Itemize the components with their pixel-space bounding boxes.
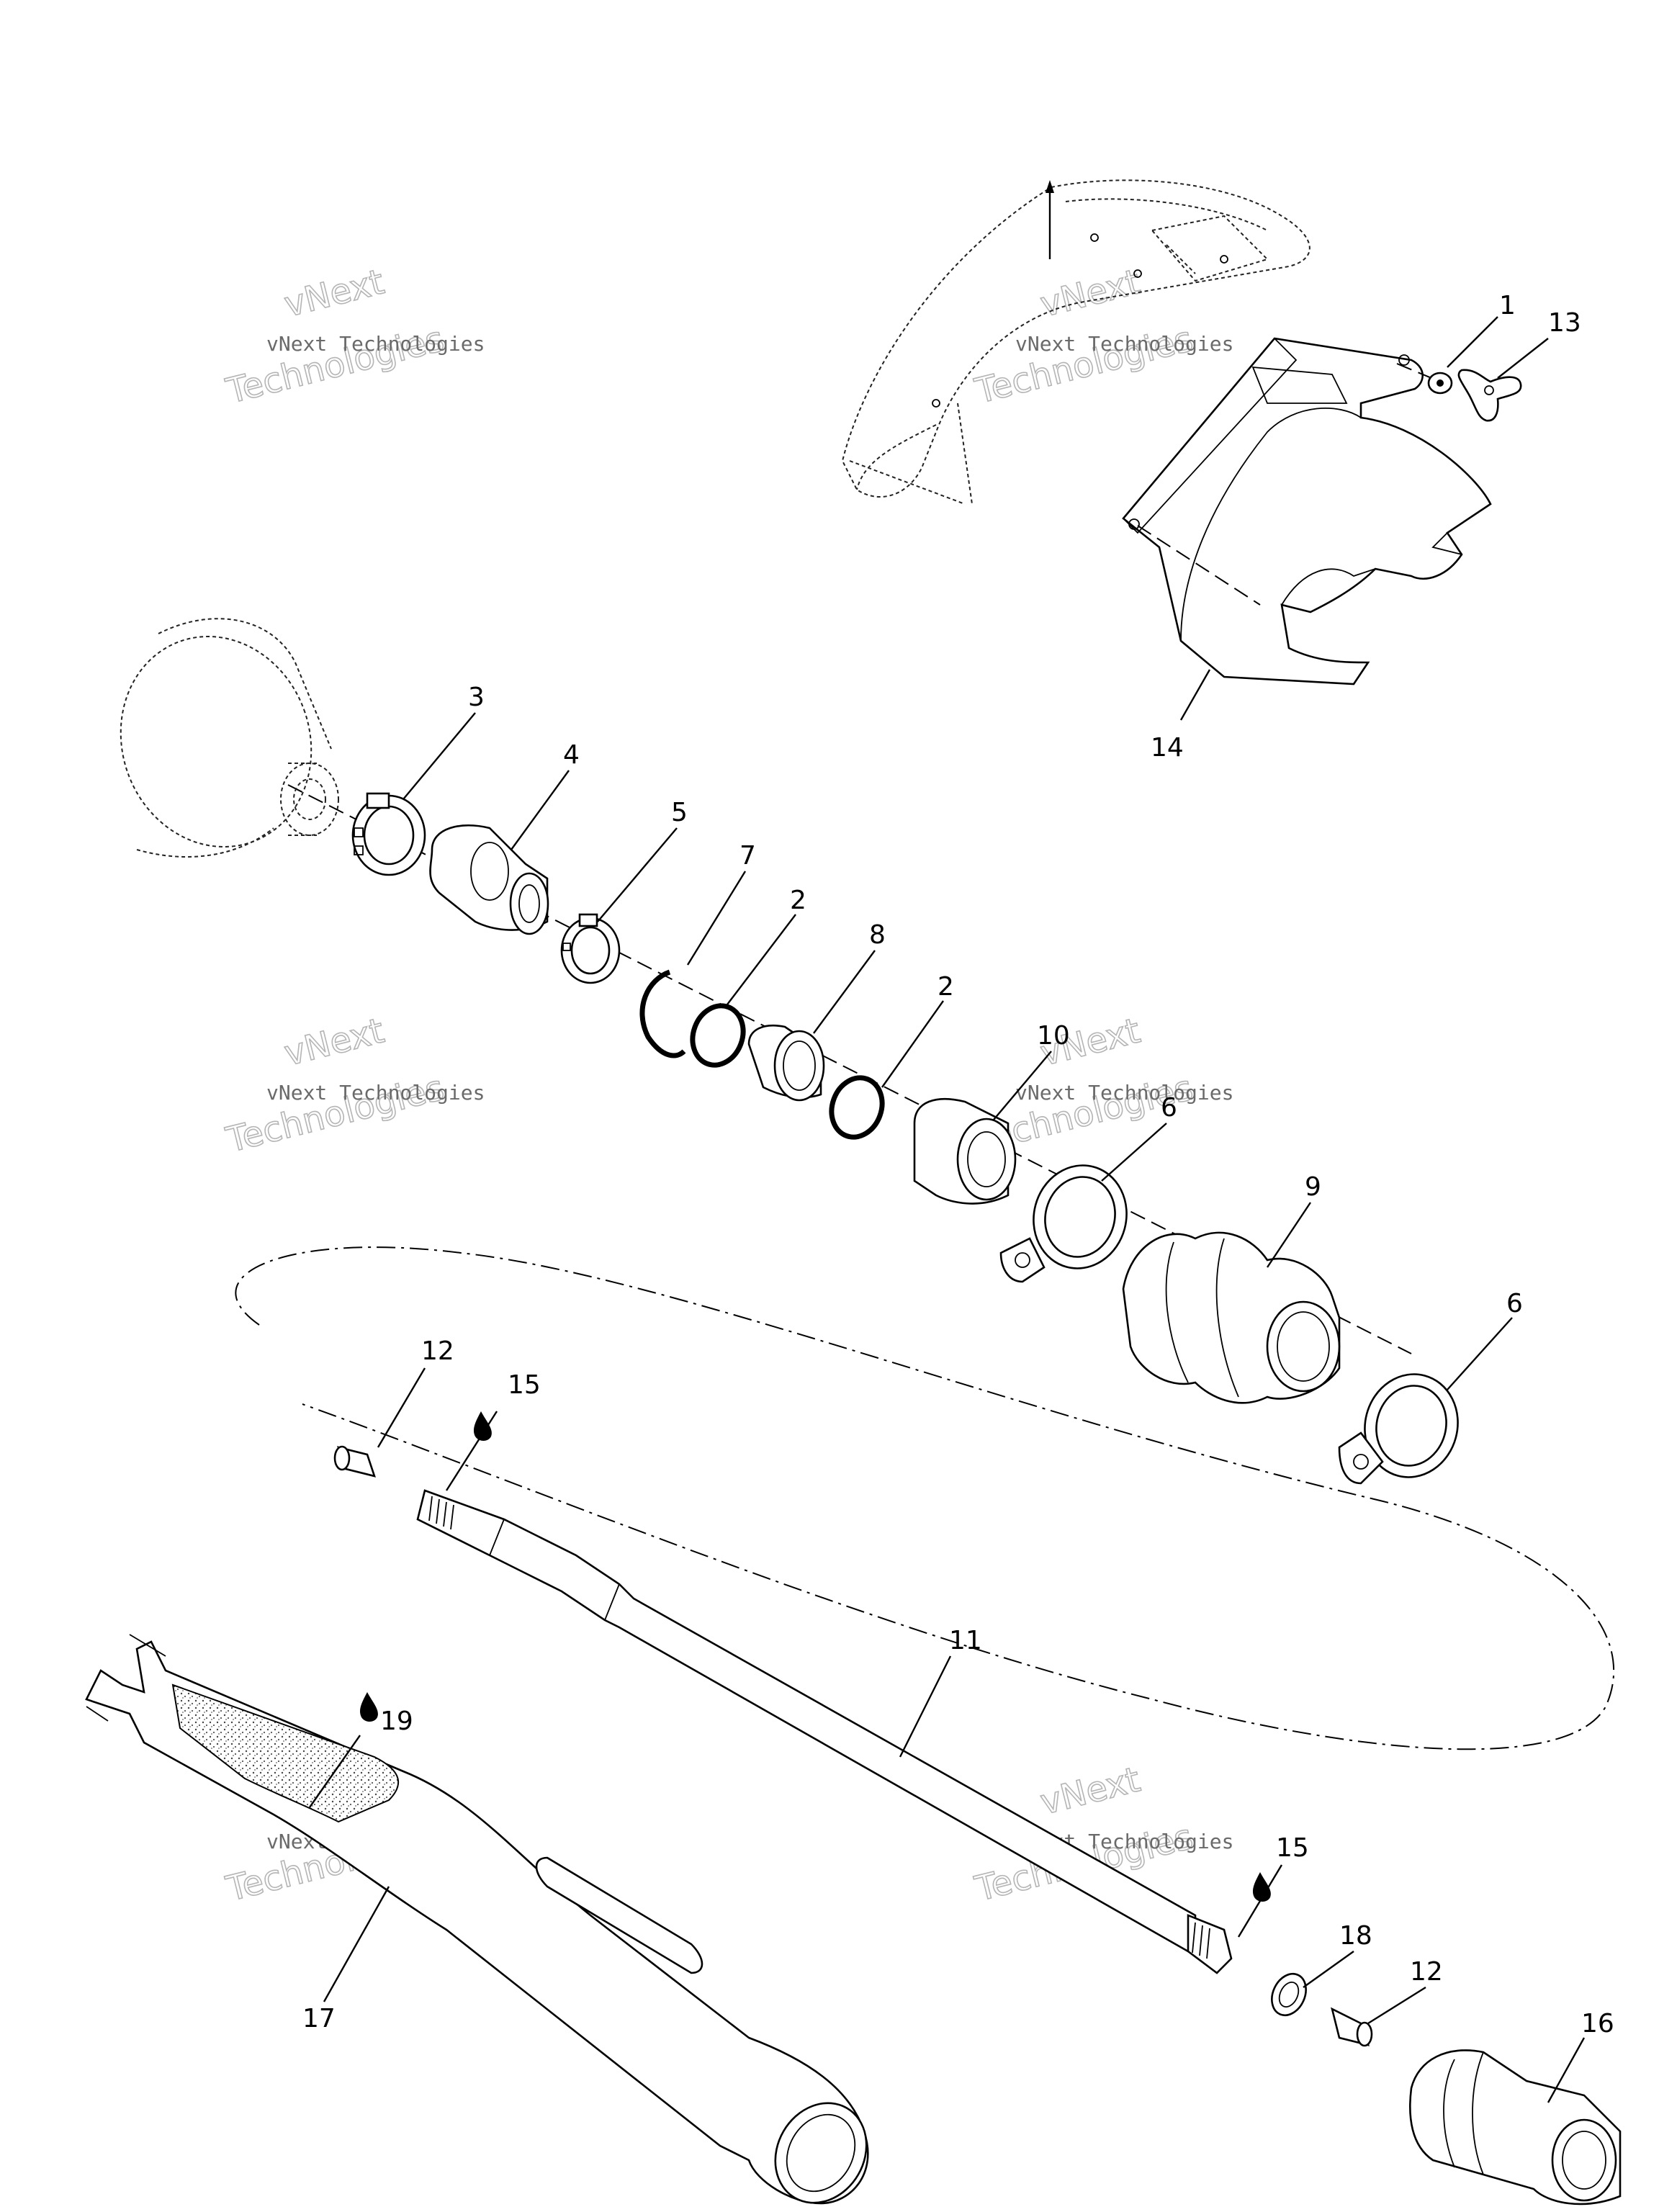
callout-7: 7 (739, 841, 756, 871)
watermark-top-right: vNext Technologies vNext Technologies (971, 261, 1234, 413)
shaft-tube-17 (85, 1634, 869, 2205)
coupler-16 (1409, 2049, 1622, 2206)
callout-6b: 6 (1506, 1289, 1523, 1318)
washer-18 (1271, 1972, 1307, 2017)
oil-drop-icon (1252, 1872, 1271, 1902)
callout-3: 3 (468, 683, 485, 712)
svg-text:vNext Technologies: vNext Technologies (266, 332, 485, 356)
callout-6a: 6 (1161, 1093, 1177, 1123)
callout-1: 1 (1499, 291, 1516, 320)
hull-bracket-phantom (841, 179, 1310, 505)
callout-9: 9 (1305, 1172, 1321, 1202)
callout-2b: 2 (938, 972, 954, 1002)
callout-labels: 1 13 14 3 4 5 7 2 8 2 10 6 9 6 12 15 11 … (302, 291, 1614, 2038)
jet-pump-guard (1122, 337, 1492, 685)
callout-17: 17 (302, 2004, 336, 2033)
wing-nut-13 (1457, 369, 1522, 422)
clamp-6a (999, 1164, 1128, 1283)
spacer-12a (333, 1445, 376, 1478)
spacer-12b (1331, 2007, 1373, 2047)
callout-5: 5 (671, 798, 688, 827)
svg-text:vNext Technologies: vNext Technologies (266, 1081, 485, 1105)
svg-text:vNext: vNext (1036, 1759, 1144, 1822)
assembly-outline (235, 1246, 1614, 1750)
clamp-5 (560, 913, 621, 984)
callout-16: 16 (1581, 2009, 1614, 2038)
adapter-4 (429, 824, 549, 935)
engine-pto-phantom (120, 618, 339, 858)
callout-12a: 12 (421, 1336, 454, 1366)
svg-text:vNext Technologies: vNext Technologies (1015, 1081, 1233, 1105)
svg-text:vNext: vNext (280, 261, 388, 325)
callout-4: 4 (563, 740, 580, 770)
oil-drop-icon (473, 1411, 492, 1441)
callout-19: 19 (380, 1707, 413, 1736)
callout-15a: 15 (508, 1370, 541, 1400)
callout-14: 14 (1151, 733, 1184, 763)
o-ring-2b (829, 1075, 885, 1140)
callout-18: 18 (1339, 1921, 1372, 1951)
watermark-mid-left: vNext Technologies vNext Technologies (222, 1010, 485, 1161)
seal-carrier-8 (747, 1025, 825, 1102)
callout-10: 10 (1037, 1021, 1070, 1051)
svg-text:vNext: vNext (1036, 261, 1144, 325)
circlip-7 (639, 969, 686, 1058)
drive-shaft-11 (416, 1489, 1233, 1974)
oil-drop-icon (359, 1692, 378, 1722)
callout-15b: 15 (1276, 1833, 1309, 1863)
callout-13: 13 (1548, 308, 1581, 338)
clamp-6b (1338, 1373, 1459, 1485)
callout-2a: 2 (790, 886, 806, 915)
callout-8: 8 (869, 920, 886, 950)
svg-text:vNext Technologies: vNext Technologies (1015, 332, 1233, 356)
bearing-10 (913, 1097, 1017, 1205)
leader-lines (309, 316, 1586, 2103)
callout-12b: 12 (1410, 1957, 1443, 1987)
o-ring-2a (690, 1003, 746, 1068)
watermark-top-left: vNext Technologies vNext Technologies (222, 261, 485, 413)
washer-1 (1427, 372, 1453, 395)
svg-text:vNext: vNext (280, 1010, 388, 1074)
boot-9 (1122, 1231, 1341, 1404)
clamp-3 (351, 792, 426, 876)
callout-11: 11 (949, 1626, 982, 1655)
